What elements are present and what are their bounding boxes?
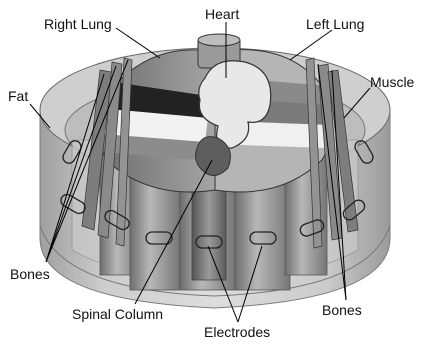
label-electrodes: Electrodes bbox=[204, 324, 270, 340]
label-bones-right: Bones bbox=[322, 302, 362, 318]
label-heart: Heart bbox=[205, 6, 239, 22]
label-spinal-column: Spinal Column bbox=[72, 306, 163, 322]
label-bones-left: Bones bbox=[10, 266, 50, 282]
label-left-lung: Left Lung bbox=[306, 16, 364, 32]
label-muscle: Muscle bbox=[370, 74, 414, 90]
label-fat: Fat bbox=[8, 88, 28, 104]
label-right-lung: Right Lung bbox=[44, 16, 112, 32]
